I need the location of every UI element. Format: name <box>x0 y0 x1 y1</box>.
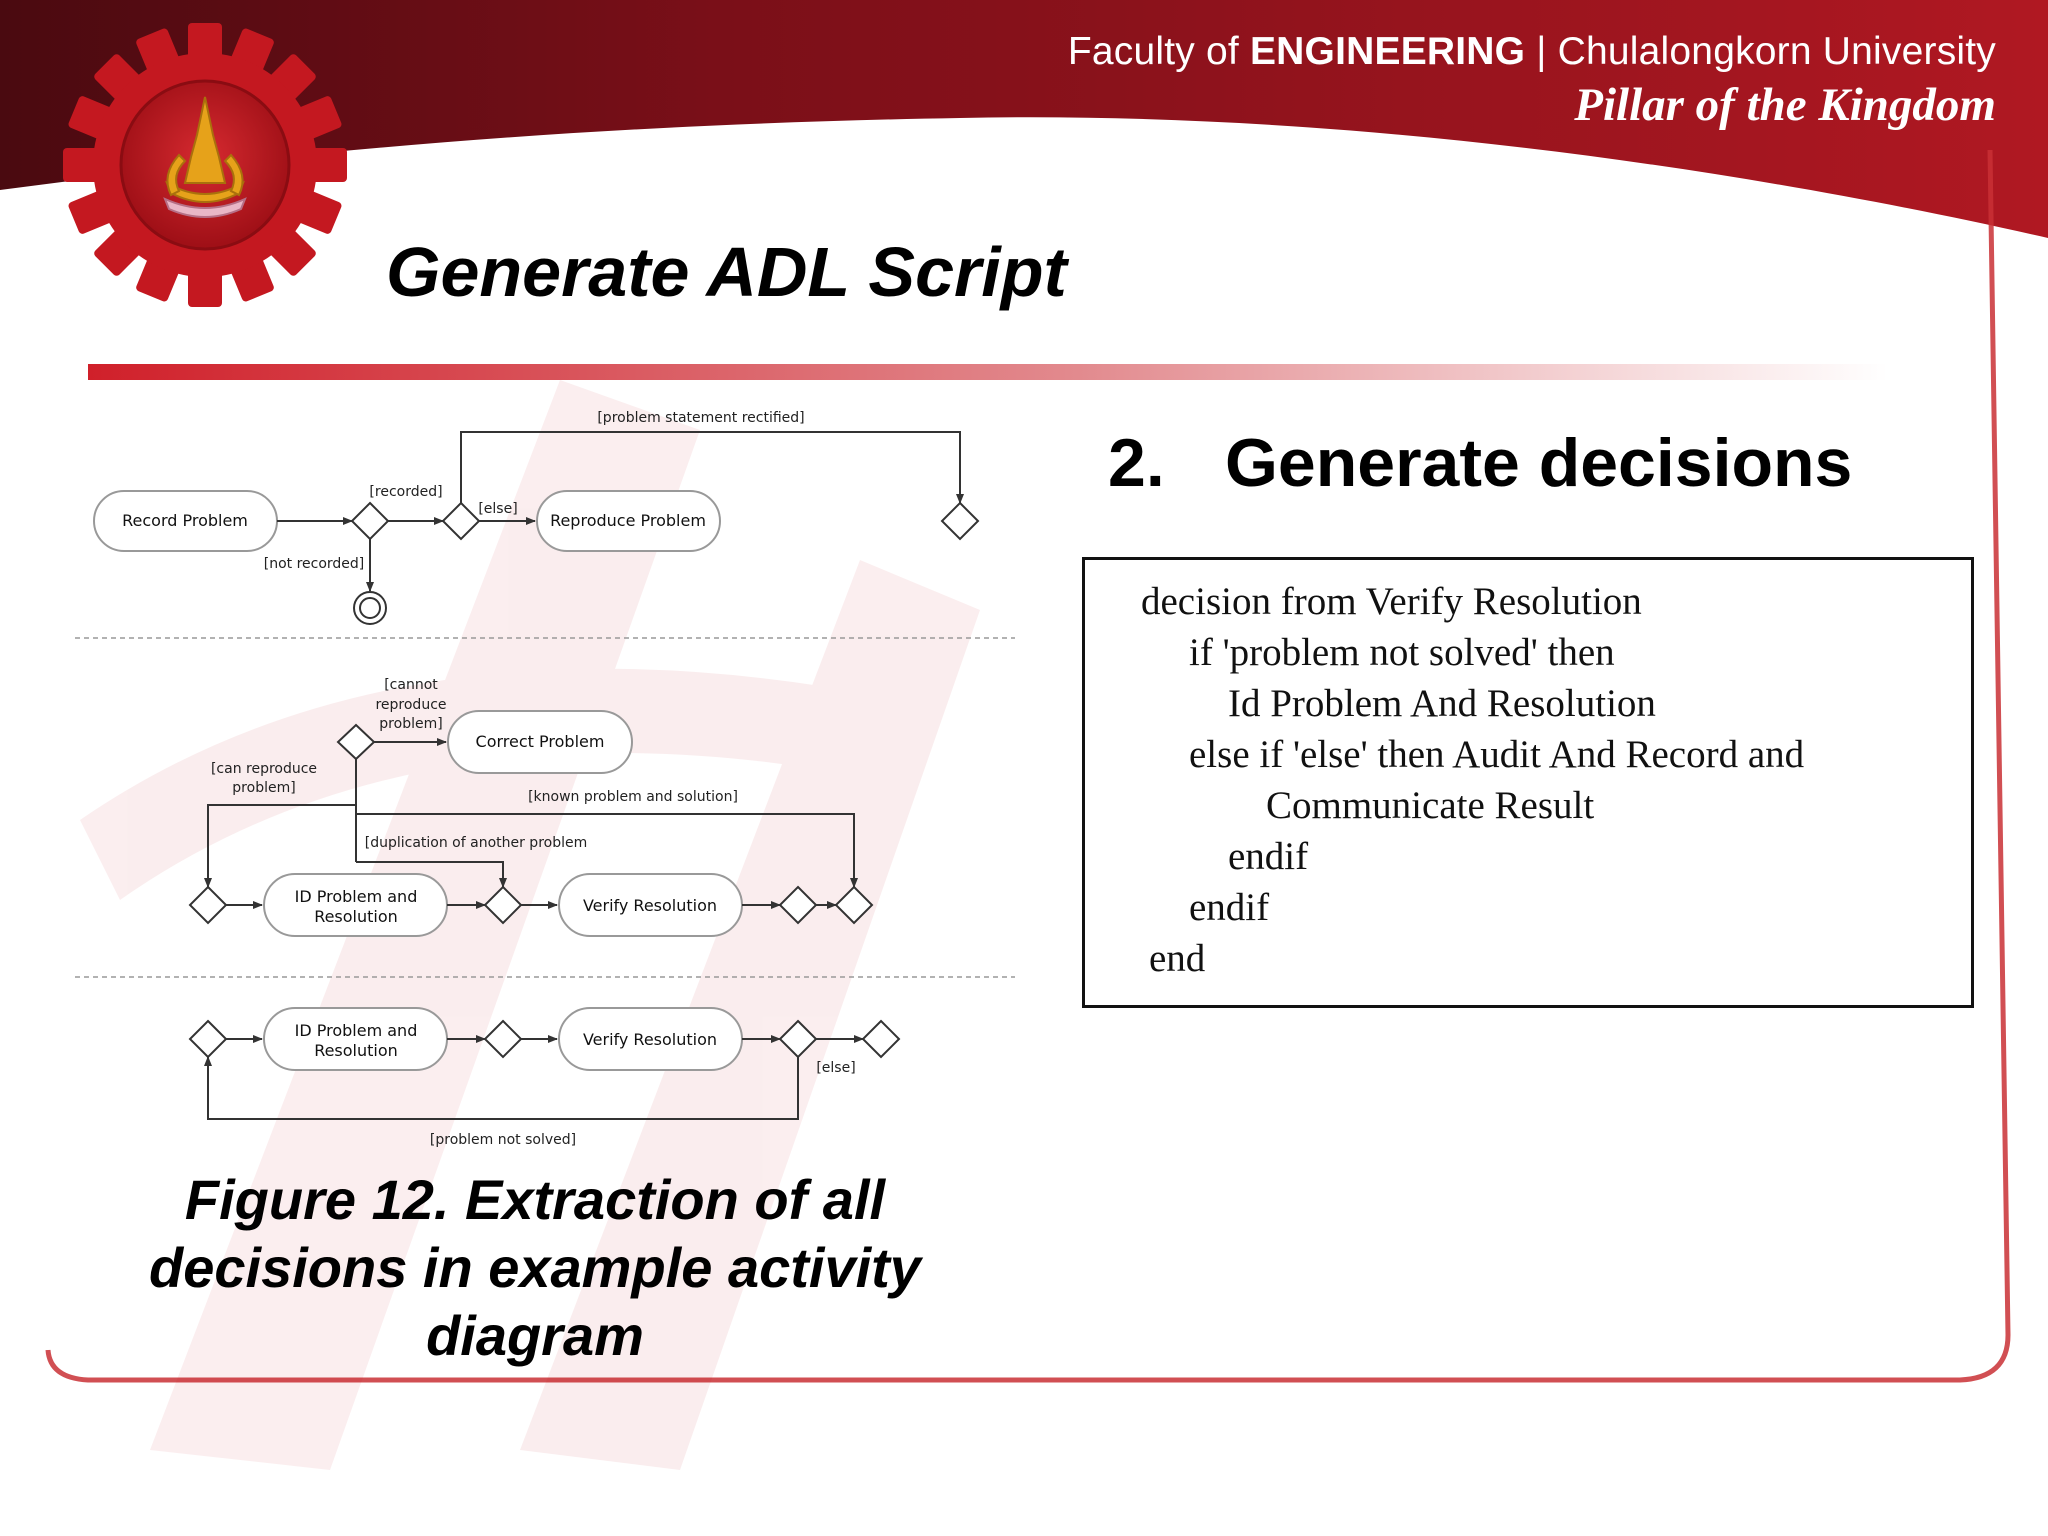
final-diamond <box>861 1019 901 1059</box>
node-label: Verify Resolution <box>583 1030 717 1049</box>
caption-line: diagram <box>426 1304 644 1367</box>
slide-title: Generate ADL Script <box>386 233 1067 311</box>
decision-diamond <box>778 1019 818 1059</box>
guard-label: problem] <box>232 780 295 796</box>
decision-diamond <box>441 501 481 541</box>
node-label: Verify Resolution <box>583 896 717 915</box>
guard-label: [known problem and solution] <box>528 789 738 805</box>
faculty-prefix: Faculty of <box>1067 30 1239 73</box>
node-label: Resolution <box>314 907 398 926</box>
node-correct-problem <box>447 710 633 774</box>
faculty-name: ENGINEERING <box>1249 30 1526 73</box>
university-motto: Pillar of the Kingdom <box>1574 79 1996 131</box>
code-line: if 'problem not solved' then <box>1189 631 1615 674</box>
university-name: Chulalongkorn University <box>1557 30 1996 73</box>
merge-diamond <box>188 885 228 925</box>
merge-diamond <box>483 885 523 925</box>
decision-diamond <box>350 501 390 541</box>
code-line: endif <box>1189 886 1270 929</box>
code-line: else if 'else' then Audit And Record and <box>1189 733 1805 776</box>
code-line: Communicate Result <box>1266 784 1595 827</box>
node-label: Resolution <box>314 1041 398 1060</box>
code-line: decision from Verify Resolution <box>1141 580 1642 623</box>
node-label: ID Problem and <box>295 887 418 906</box>
merge-diamond <box>483 1019 523 1059</box>
decision-diamond <box>778 885 818 925</box>
merge-diamond <box>940 501 980 541</box>
adl-code-box: decision from Verify Resolution if 'prob… <box>1082 557 1974 1008</box>
node-label: ID Problem and <box>295 1021 418 1040</box>
guard-label: problem] <box>379 716 442 732</box>
header-separator: | <box>1536 30 1547 73</box>
caption-line: Figure 12. Extraction of all <box>184 1168 886 1231</box>
guard-label: [else] <box>816 1060 855 1076</box>
section-number: 2. <box>1108 425 1165 501</box>
node-label: Correct Problem <box>476 732 605 751</box>
guard-label: [cannot <box>384 677 438 693</box>
activity-diagram: Record Problem Reproduce Problem Correct… <box>75 410 1015 1148</box>
guard-label: [problem not solved] <box>430 1132 576 1148</box>
node-reproduce-problem <box>536 490 721 552</box>
code-line: endif <box>1228 835 1309 878</box>
guard-label: [problem statement rectified] <box>597 410 804 426</box>
guard-label: [else] <box>478 501 517 517</box>
code-line: Id Problem And Resolution <box>1228 682 1656 725</box>
guard-label: [not recorded] <box>264 556 365 572</box>
section-heading-text: Generate decisions <box>1225 425 1853 501</box>
guard-label: [can reproduce <box>211 761 317 777</box>
gear-logo <box>63 23 347 307</box>
guard-label: reproduce <box>375 697 446 713</box>
section-heading: 2. Generate decisions <box>1108 424 1852 502</box>
merge-diamond <box>834 885 874 925</box>
node-label: Reproduce Problem <box>550 511 706 530</box>
header-band <box>0 0 2048 238</box>
guard-label: [recorded] <box>369 484 442 500</box>
title-rule <box>88 364 1888 380</box>
caption-line: decisions in example activity <box>149 1236 921 1299</box>
faculty-header: Faculty of ENGINEERING | Chulalongkorn U… <box>1068 30 1996 74</box>
node-label: Record Problem <box>122 511 248 530</box>
guard-label: [duplication of another problem <box>365 835 588 851</box>
code-line: end <box>1149 937 1206 980</box>
merge-diamond <box>188 1019 228 1059</box>
slide-frame <box>45 149 2011 1383</box>
figure-caption: Figure 12. Extraction of all decisions i… <box>90 1166 980 1370</box>
decision-diamond <box>336 723 376 761</box>
